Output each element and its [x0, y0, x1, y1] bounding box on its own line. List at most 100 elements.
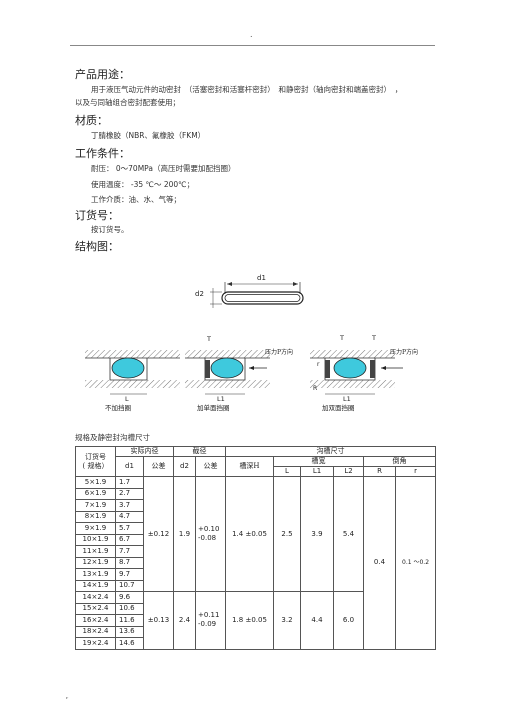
cell-d1: 1.7	[115, 476, 144, 489]
label-L1-a: L1	[217, 395, 225, 403]
cell-spec: 14×1.9	[75, 579, 116, 592]
table-title: 规格及静密封沟槽尺寸	[75, 433, 150, 442]
order-heading: 订货号：	[75, 209, 119, 222]
cell-spec: 18×2.4	[75, 625, 116, 638]
cell-d1: 11.6	[115, 614, 144, 627]
hdr-R: R	[363, 466, 396, 477]
material-suffix: ）	[197, 131, 206, 140]
temp-label: 使用温度：	[91, 180, 129, 189]
cell-spec: 13×1.9	[75, 568, 116, 581]
cell-L: 2.5	[273, 476, 301, 592]
cell-tol2: +0.10-0.08	[195, 476, 226, 592]
label-T3: T	[371, 334, 376, 342]
pressure-label: 耐压：	[91, 164, 114, 173]
structure-diagram: d1 d2 L 不加挡圈 T	[85, 274, 418, 412]
cell-d1: 9.7	[115, 568, 144, 581]
label-T2: T	[339, 334, 344, 342]
groove-no-backup: L 不加挡圈	[85, 350, 180, 412]
usage-heading: 产品用途：	[75, 68, 130, 81]
temp-line: 使用温度： -35 ℃～ 200℃；	[91, 179, 194, 190]
hdr-d2: d2	[173, 456, 196, 477]
cell-spec: 16×2.4	[75, 614, 116, 627]
hdr-d1: d1	[115, 456, 144, 477]
label-pressure-2: 压力P方向	[390, 348, 418, 356]
material-line: 丁腈橡胶（NBR、氟橡胶（FKM）	[91, 130, 205, 141]
material-prefix: 丁腈橡胶（	[91, 131, 129, 140]
material-heading: 材质：	[75, 114, 108, 127]
hdr-depth: 槽深H	[225, 456, 274, 477]
material-fkm: FKM	[181, 131, 198, 140]
cell-d1: 9.6	[115, 591, 144, 604]
pressure-line: 耐压： 0～70MPa（高压时需要加配挡圈）	[91, 163, 235, 174]
cell-tol2: +0.11-0.09	[195, 591, 226, 650]
cell-d1: 10.7	[115, 579, 144, 592]
caption-single-backup: 加单面挡圈	[197, 403, 230, 412]
groove-double-backup: T T R r 压力P方向 L1 加双面挡圈	[310, 334, 418, 412]
hdr-L: L	[273, 466, 301, 477]
cell-d1: 3.7	[115, 499, 144, 512]
cell-d1: 5.7	[115, 522, 144, 535]
hdr-fillet: 倒角	[362, 456, 437, 467]
usage-line-2: 以及与同轴组合密封配套使用；	[75, 98, 180, 107]
cell-spec: 9×1.9	[75, 522, 116, 535]
cell-d1: 2.7	[115, 487, 144, 500]
tol2-lower: -0.08	[198, 534, 217, 542]
hdr-L1: L1	[300, 466, 334, 477]
order-text: 按订货号。	[91, 225, 129, 234]
cell-d1: 10.6	[115, 602, 144, 615]
label-r: r	[317, 361, 320, 368]
cell-d1: 4.7	[115, 510, 144, 523]
material-nbr: NBR	[128, 131, 145, 140]
cell-spec: 19×2.4	[75, 637, 116, 650]
label-pressure-1: 压力P方向	[265, 348, 293, 356]
cell-d1: 13.6	[115, 625, 144, 638]
material-mid: 、氟橡胶（	[144, 131, 182, 140]
hdr-r: r	[394, 466, 437, 477]
cell-spec: 15×2.4	[75, 602, 116, 615]
groove-single-backup: T 压力P方向 L1 加单面挡圈	[185, 335, 293, 412]
caption-double-backup: 加双面挡圈	[322, 403, 355, 412]
cell-spec: 6×1.9	[75, 487, 116, 500]
label-R: R	[313, 385, 317, 392]
usage-line-1: 用于液压气动元件的动密封 （活塞密封和活塞杆密封） 和静密封（轴向密封和端盖密封…	[91, 85, 403, 94]
caption-no-backup: 不加挡圈	[105, 403, 131, 412]
hdr-tol2: 公差	[195, 456, 226, 477]
cell-spec: 12×1.9	[75, 556, 116, 569]
spec-table: 订货号( 规格） 实际内径 截径 沟槽尺寸 d1 公差 d2 公差 槽深H 槽宽…	[75, 446, 437, 650]
cell-L1: 3.9	[300, 476, 334, 592]
oring-view: d1 d2	[195, 274, 304, 308]
cell-spec: 8×1.9	[75, 510, 116, 523]
tol2-lower: -0.09	[198, 620, 217, 629]
tol2-upper: +0.10	[198, 525, 220, 533]
footer-mark: ᵣ	[66, 693, 69, 701]
label-L1-b: L1	[343, 395, 351, 403]
media-line: 工作介质：油、水、气等；	[91, 195, 181, 204]
header-rule	[70, 45, 435, 46]
label-d2: d2	[195, 290, 204, 298]
cell-d1: 8.7	[115, 556, 144, 569]
cell-d2: 2.4	[173, 591, 196, 650]
cell-spec: 14×2.4	[75, 591, 116, 604]
cell-d1: 14.6	[115, 637, 144, 650]
label-T1: T	[206, 335, 211, 343]
structure-heading: 结构图：	[75, 240, 119, 253]
cell-L: 3.2	[273, 591, 301, 650]
cell-spec: 11×1.9	[75, 545, 116, 558]
hdr-section: 截径	[173, 446, 226, 457]
label-L: L	[125, 395, 129, 403]
cell-depth: 1.4 ±0.05	[225, 476, 274, 592]
cell-L2: 5.4	[333, 476, 364, 592]
cell-d2: 1.9	[173, 476, 196, 592]
cell-d1: 7.7	[115, 545, 144, 558]
cell-depth: 1.8 ±0.05	[225, 591, 274, 650]
